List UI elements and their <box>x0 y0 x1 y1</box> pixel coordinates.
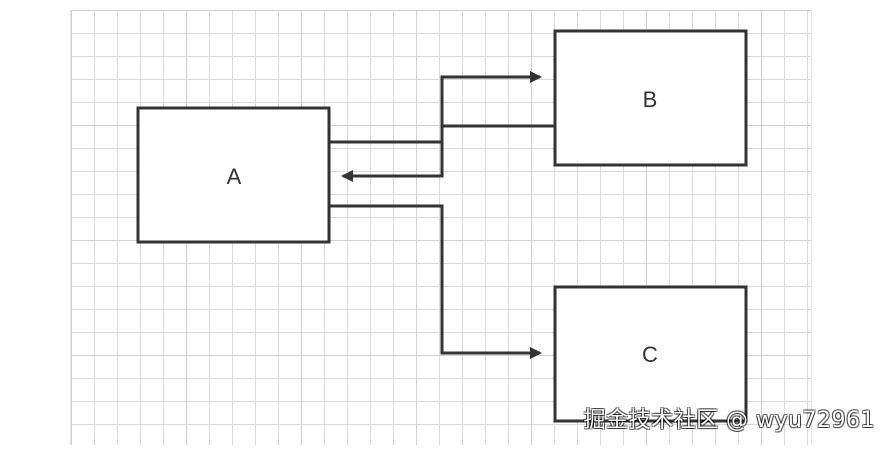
node-a[interactable]: A <box>136 106 331 244</box>
node-a-label: A <box>227 164 242 189</box>
node-b-label: B <box>643 87 658 112</box>
node-b[interactable]: B <box>553 29 748 167</box>
edge-b-to-a[interactable] <box>341 124 555 182</box>
edge-a-to-c[interactable] <box>329 204 542 359</box>
edge-a-to-b[interactable] <box>329 71 542 144</box>
watermark-text: 掘金技术社区 @ wyu72961 <box>583 408 875 433</box>
node-c-label: C <box>642 342 658 367</box>
node-c[interactable]: C <box>553 285 748 423</box>
